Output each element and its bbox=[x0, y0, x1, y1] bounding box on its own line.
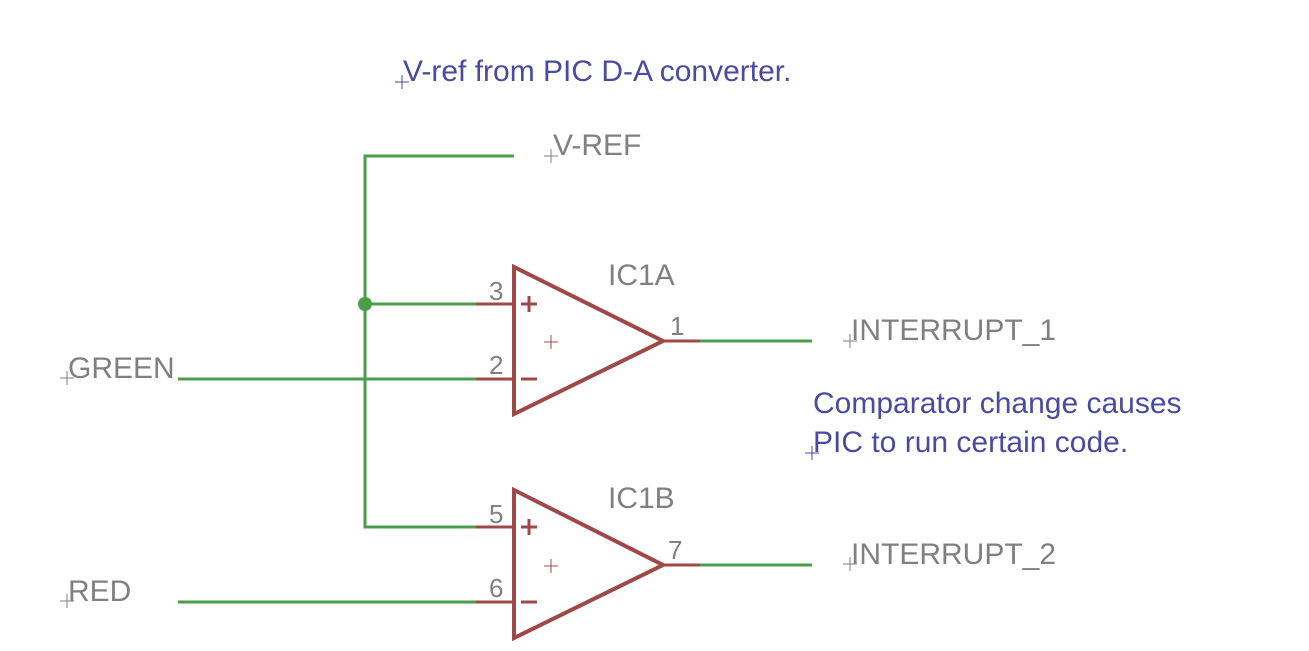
pin-number: 3 bbox=[489, 276, 503, 306]
pin-number: 7 bbox=[668, 535, 682, 565]
net-label-text: RED bbox=[68, 575, 131, 608]
pin-number: 6 bbox=[489, 573, 503, 603]
wires bbox=[178, 154, 812, 604]
net-label-vref[interactable]: V-REF bbox=[544, 129, 641, 163]
comparator-ic1b[interactable]: IC1B 5 6 7 bbox=[476, 482, 700, 642]
pin-number: 1 bbox=[670, 311, 684, 341]
note-vref-source: V-ref from PIC D-A converter. bbox=[395, 55, 791, 89]
net-label-interrupt2[interactable]: INTERRUPT_2 bbox=[843, 538, 1056, 571]
comparator-ic1a[interactable]: IC1A 3 2 1 bbox=[476, 259, 700, 418]
pin-number: 2 bbox=[489, 350, 503, 380]
note-text: PIC to run certain code. bbox=[813, 426, 1128, 459]
note-text: V-ref from PIC D-A converter. bbox=[403, 55, 791, 88]
part-name: IC1B bbox=[608, 482, 675, 515]
net-label-text: V-REF bbox=[553, 129, 641, 162]
wire-vref-net[interactable] bbox=[363, 154, 514, 529]
note-text: Comparator change causes bbox=[813, 387, 1182, 420]
note-comparator: Comparator change causes PIC to run cert… bbox=[805, 387, 1182, 460]
junction-dot bbox=[358, 297, 372, 311]
net-label-green[interactable]: GREEN bbox=[60, 352, 175, 385]
pin-number: 5 bbox=[489, 499, 503, 529]
comparator-triangle-icon bbox=[512, 486, 668, 642]
net-label-text: INTERRUPT_1 bbox=[851, 314, 1056, 347]
comparator-triangle-icon bbox=[512, 263, 668, 418]
net-label-text: GREEN bbox=[68, 352, 175, 385]
net-label-red[interactable]: RED bbox=[60, 575, 131, 608]
net-label-text: INTERRUPT_2 bbox=[851, 538, 1056, 571]
part-name: IC1A bbox=[608, 259, 675, 292]
net-label-interrupt1[interactable]: INTERRUPT_1 bbox=[843, 314, 1056, 348]
